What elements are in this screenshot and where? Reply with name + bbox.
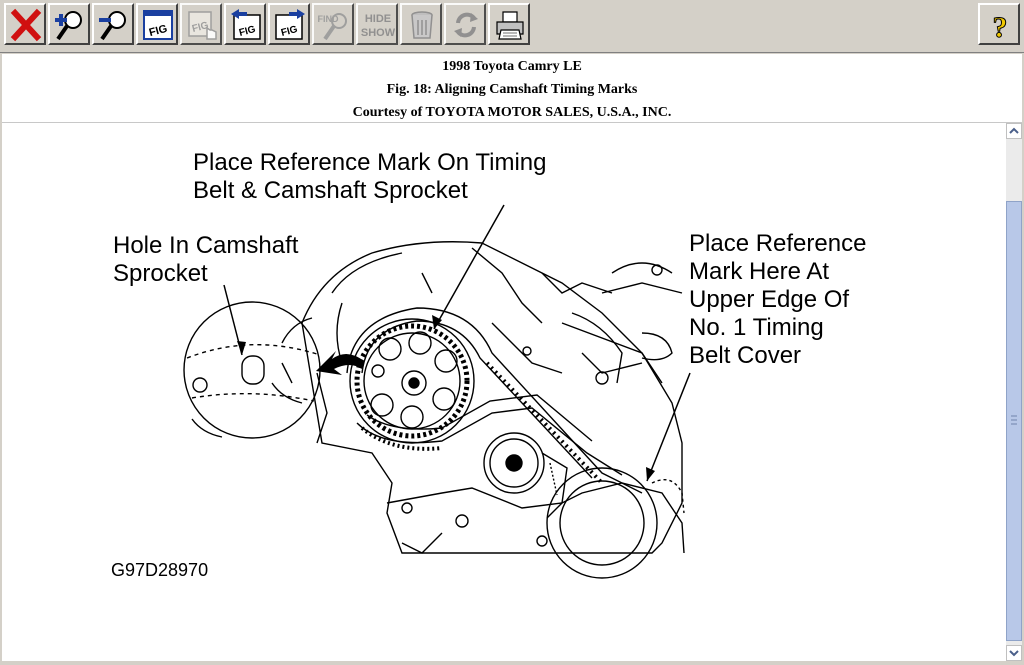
svg-text:FIG: FIG (238, 24, 257, 39)
vertical-scrollbar[interactable] (1006, 123, 1022, 661)
find-button[interactable]: FIND (312, 3, 354, 45)
arrow-down-icon (1009, 650, 1019, 657)
zoom-out-button[interactable] (92, 3, 134, 45)
trash-button[interactable] (400, 3, 442, 45)
figure-hand-icon: FIG (188, 11, 217, 40)
svg-text:FIG: FIG (280, 24, 299, 39)
find-icon: FIND (318, 13, 347, 41)
label-hole-camshaft-sprocket: Hole In Camshaft Sprocket (113, 232, 299, 287)
hide-show-button[interactable]: HIDE SHOW (356, 3, 398, 45)
vehicle-title: 1998 Toyota Camry LE (442, 59, 582, 74)
help-button[interactable]: ? (978, 3, 1020, 45)
figure-button[interactable]: FIG (136, 3, 178, 45)
svg-text:FIG: FIG (191, 20, 210, 35)
close-x-icon (10, 8, 42, 42)
help-icon: ? (992, 11, 1008, 43)
figure-code: G97D28970 (111, 560, 209, 580)
zoom-in-icon (55, 11, 82, 41)
label-reference-mark-cover: Place Reference Mark Here At Upper Edge … (689, 230, 867, 369)
scroll-thumb[interactable] (1006, 201, 1022, 641)
print-button[interactable] (488, 3, 530, 45)
scroll-up-button[interactable] (1006, 123, 1022, 139)
label-reference-mark-belt: Place Reference Mark On Timing Belt & Ca… (193, 149, 547, 204)
figure-prev-icon: FIG (231, 9, 261, 40)
refresh-button[interactable] (444, 3, 486, 45)
figure-viewer: Place Reference Mark On Timing Belt & Ca… (2, 123, 1006, 661)
refresh-icon (454, 12, 478, 38)
timing-marks-illustration (183, 204, 691, 579)
printer-icon (496, 11, 524, 40)
trash-icon (411, 11, 433, 39)
figure-select-button[interactable]: FIG (180, 3, 222, 45)
toolbar: FIG FIG FIG FIG FI (0, 0, 1024, 53)
figure-icon: FIG (143, 10, 173, 40)
document-header: 1998 Toyota Camry LE Fig. 18: Aligning C… (2, 54, 1022, 123)
figure-next-icon: FIG (275, 9, 305, 40)
close-button[interactable] (4, 3, 46, 45)
svg-text:FIG: FIG (148, 23, 169, 39)
scroll-down-button[interactable] (1006, 645, 1022, 661)
zoom-in-button[interactable] (48, 3, 90, 45)
figure-title: Fig. 18: Aligning Camshaft Timing Marks (386, 82, 638, 97)
hide-show-icon: HIDE SHOW (361, 13, 395, 39)
previous-figure-button[interactable]: FIG (224, 3, 266, 45)
arrow-up-icon (1009, 127, 1019, 134)
courtesy-line: Courtesy of TOYOTA MOTOR SALES, U.S.A., … (352, 105, 672, 120)
grip-icon (1011, 415, 1017, 425)
zoom-out-icon (99, 11, 126, 41)
next-figure-button[interactable]: FIG (268, 3, 310, 45)
svg-text:SHOW: SHOW (361, 27, 395, 39)
svg-text:HIDE: HIDE (365, 13, 391, 25)
svg-text:?: ? (993, 11, 1008, 42)
svg-text:FIND: FIND (318, 14, 339, 24)
